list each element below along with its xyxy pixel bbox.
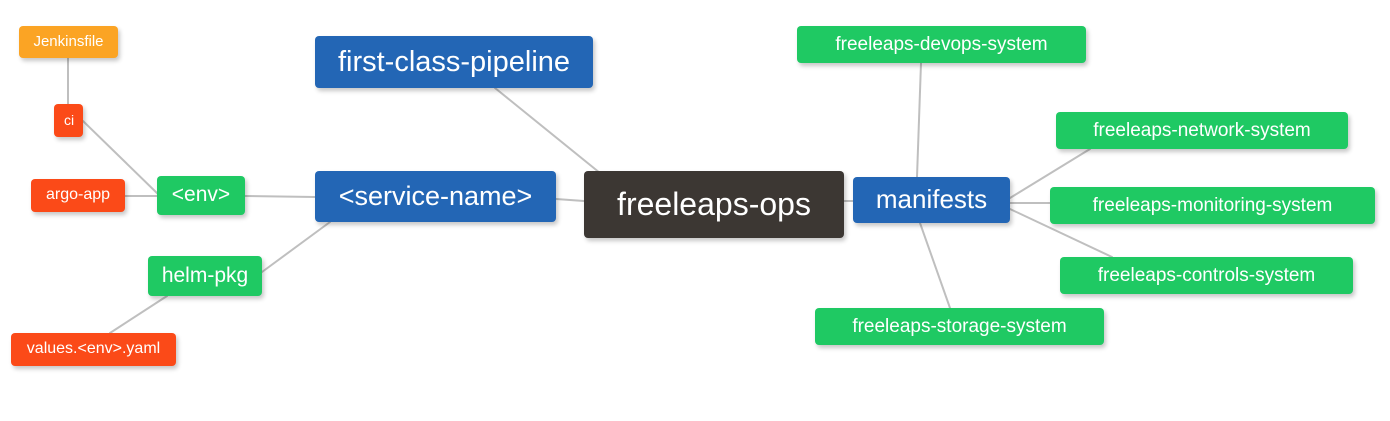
node-label-freeleaps-monitoring-system: freeleaps-monitoring-system (1092, 194, 1333, 216)
node-ci[interactable]: ci (54, 104, 83, 137)
node-freeleaps-ops[interactable]: freeleaps-ops (584, 171, 844, 238)
edge-first-class-pipeline-to-freeleaps-ops (494, 87, 601, 174)
node-label-freeleaps-controls-system: freeleaps-controls-system (1097, 264, 1316, 286)
node-first-class-pipeline[interactable]: first-class-pipeline (315, 36, 593, 88)
node-label-jenkinsfile: Jenkinsfile (33, 33, 104, 51)
node-label-manifests: manifests (875, 184, 988, 215)
node-manifests[interactable]: manifests (853, 177, 1010, 223)
edge-helm-pkg-to-values-yaml (109, 295, 168, 334)
node-freeleaps-network-system[interactable]: freeleaps-network-system (1056, 112, 1348, 149)
node-helm-pkg[interactable]: helm-pkg (148, 256, 262, 296)
node-values-yaml[interactable]: values.<env>.yaml (11, 333, 176, 366)
node-label-freeleaps-network-system: freeleaps-network-system (1093, 119, 1311, 141)
node-label-ci: ci (64, 112, 75, 129)
node-freeleaps-monitoring-system[interactable]: freeleaps-monitoring-system (1050, 187, 1375, 224)
edge-manifests-to-freeleaps-storage-system (919, 222, 951, 309)
node-label-freeleaps-storage-system: freeleaps-storage-system (852, 315, 1067, 337)
node-label-freeleaps-ops: freeleaps-ops (617, 185, 811, 222)
node-freeleaps-controls-system[interactable]: freeleaps-controls-system (1060, 257, 1353, 294)
node-label-env: <env> (171, 183, 231, 207)
node-label-values-yaml: values.<env>.yaml (26, 340, 161, 358)
node-service-name[interactable]: <service-name> (315, 171, 556, 222)
node-label-argo-app: argo-app (45, 186, 111, 204)
node-env[interactable]: <env> (157, 176, 245, 215)
edge-manifests-to-freeleaps-devops-system (916, 62, 922, 178)
edge-service-name-to-freeleaps-ops (555, 198, 585, 202)
node-argo-app[interactable]: argo-app (31, 179, 125, 212)
node-freeleaps-devops-system[interactable]: freeleaps-devops-system (797, 26, 1086, 63)
node-jenkinsfile[interactable]: Jenkinsfile (19, 26, 118, 58)
edge-service-name-to-helm-pkg (261, 221, 331, 273)
node-label-service-name: <service-name> (338, 181, 533, 212)
node-label-first-class-pipeline: first-class-pipeline (337, 45, 571, 78)
edge-env-to-service-name (244, 195, 316, 198)
node-label-freeleaps-devops-system: freeleaps-devops-system (835, 33, 1048, 55)
node-label-helm-pkg: helm-pkg (161, 263, 249, 287)
node-freeleaps-storage-system[interactable]: freeleaps-storage-system (815, 308, 1104, 345)
